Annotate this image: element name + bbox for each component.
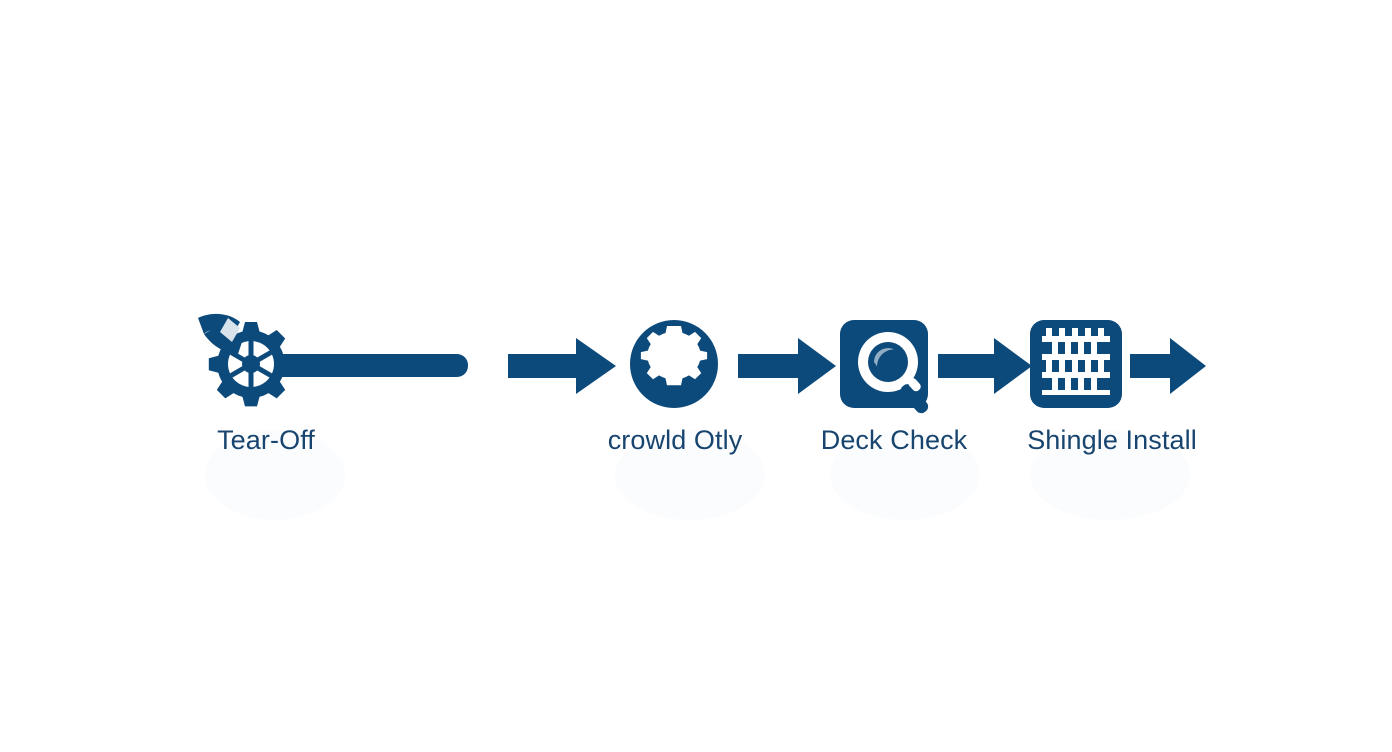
arrow-right-icon [508, 338, 616, 394]
connector-arrow-3 [938, 306, 1036, 426]
step-node-deck-check[interactable] [838, 306, 948, 426]
magnifier-inspect-icon [840, 320, 929, 414]
shingle-pattern-icon [1030, 320, 1122, 408]
step-label-shingle-install: Shingle Install [1027, 425, 1197, 455]
process-flow-row [190, 306, 1210, 426]
gear-in-circle-icon [630, 320, 718, 408]
arrow-right-icon [938, 338, 1032, 394]
hammer-gear-tool-icon [198, 313, 468, 407]
step-node-tear-off[interactable] [190, 306, 480, 426]
connector-arrow-2 [738, 306, 840, 426]
step-label-tear-off: Tear-Off [217, 425, 315, 455]
step-label-crowld-otly: crowld Otly [607, 425, 743, 455]
connector-arrow-1 [508, 306, 620, 426]
connector-arrow-4 [1130, 306, 1210, 426]
arrow-right-icon [738, 338, 836, 394]
step-node-shingle-install[interactable] [1028, 306, 1124, 426]
step-label-deck-check: Deck Check [820, 425, 968, 455]
arrow-right-icon [1130, 338, 1206, 394]
step-node-crowld-otly[interactable] [628, 306, 720, 426]
